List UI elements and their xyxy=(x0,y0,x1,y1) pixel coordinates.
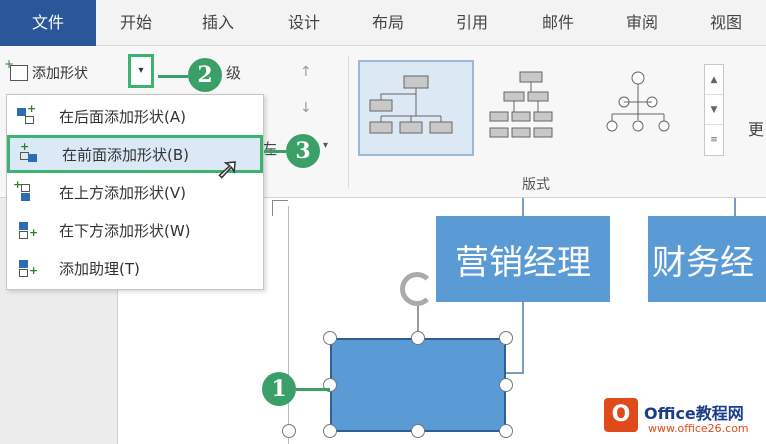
connector-line xyxy=(522,302,524,372)
add-shape-dropdown-arrow[interactable]: ▾ xyxy=(128,54,154,88)
menu-item-add-shape-above[interactable]: + 在上方添加形状(V) xyxy=(7,173,263,211)
tab-home[interactable]: 开始 xyxy=(119,13,152,32)
rotate-handle-icon[interactable] xyxy=(400,272,434,306)
menu-item-label: 在前面添加形状(B) xyxy=(62,145,189,164)
org-box-finance-manager[interactable]: 财务经 xyxy=(648,216,766,302)
menu-item-label: 在下方添加形状(W) xyxy=(59,221,191,240)
resize-handle[interactable] xyxy=(499,378,513,392)
resize-handle[interactable] xyxy=(411,424,425,438)
add-shape-icon xyxy=(4,57,28,81)
callout-1: 1 xyxy=(262,372,296,406)
tab-mailings[interactable]: 邮件 xyxy=(541,13,574,32)
menu-item-add-shape-after[interactable]: + 在后面添加形状(A) xyxy=(7,97,263,135)
callout-line xyxy=(264,150,286,153)
watermark-title: Office教程网 xyxy=(644,404,744,423)
resize-handle[interactable] xyxy=(282,424,296,438)
hierarchy-layout-icon xyxy=(369,75,453,134)
gallery-more-icon[interactable]: ≡ xyxy=(710,135,718,145)
ribbon-edge-partial[interactable]: 更 xyxy=(748,120,765,139)
callout-line xyxy=(158,75,188,78)
rotate-handle-stem xyxy=(417,306,419,338)
resize-handle[interactable] xyxy=(499,331,513,345)
chevron-down-icon[interactable]: ▾ xyxy=(323,140,329,151)
callout-3: 3 xyxy=(286,134,320,168)
layout-gallery xyxy=(358,60,708,158)
add-shape-above-icon: + xyxy=(13,178,37,202)
add-shape-below-icon: + xyxy=(15,220,38,240)
menu-item-add-shape-before[interactable]: + 在前面添加形状(B) xyxy=(7,135,263,173)
ribbon-tab-bar: 文件 开始 插入 设计 布局 引用 邮件 审阅 视图 xyxy=(0,0,766,46)
menu-item-add-shape-below[interactable]: + 在下方添加形状(W) xyxy=(7,211,263,249)
mouse-cursor-icon: ➚ xyxy=(215,151,240,186)
menu-item-label: 在后面添加形状(A) xyxy=(59,107,186,126)
circle-hierarchy-layout-icon xyxy=(606,71,670,132)
menu-item-label: 添加助理(T) xyxy=(59,259,140,278)
tab-insert[interactable]: 插入 xyxy=(201,13,234,32)
add-shape-dropdown-menu: + 在后面添加形状(A) + 在前面添加形状(B) + 在上方添加形状(V) +… xyxy=(6,94,264,290)
connector-line xyxy=(734,198,736,216)
tab-design[interactable]: 设计 xyxy=(287,13,320,32)
add-shape-label: 添加形状 xyxy=(32,66,88,82)
selected-shape[interactable] xyxy=(330,338,506,432)
resize-handle[interactable] xyxy=(499,424,513,438)
gallery-scroll-up-icon[interactable]: ▲ xyxy=(705,65,723,95)
resize-handle[interactable] xyxy=(323,424,337,438)
callout-line xyxy=(296,388,330,391)
promote-button-partial[interactable]: 左 xyxy=(262,140,278,158)
move-down-icon[interactable]: ↓ xyxy=(300,100,312,116)
office-logo-icon: O xyxy=(604,398,638,432)
move-up-icon[interactable]: ↑ xyxy=(300,64,312,80)
tab-review[interactable]: 审阅 xyxy=(625,13,658,32)
smartart-frame-edge xyxy=(288,206,289,444)
org-box-marketing-manager[interactable]: 营销经理 xyxy=(436,216,610,302)
level-button-partial[interactable]: 级 xyxy=(226,64,242,82)
watermark: O Office教程网 www.office26.com xyxy=(604,392,764,442)
add-shape-after-icon: + xyxy=(15,102,37,126)
watermark-url: www.office26.com xyxy=(648,422,749,435)
tab-layout[interactable]: 布局 xyxy=(371,13,404,32)
smartart-frame-corner xyxy=(272,200,288,216)
resize-handle[interactable] xyxy=(323,331,337,345)
resize-handle[interactable] xyxy=(411,331,425,345)
add-assistant-icon: + xyxy=(15,258,38,278)
tab-file[interactable]: 文件 xyxy=(0,0,96,46)
layout-thumb-labeled-hierarchy[interactable] xyxy=(476,60,592,156)
ribbon-separator xyxy=(348,56,349,188)
gallery-scroll-down-icon[interactable]: ▼ xyxy=(705,95,723,125)
add-shape-button[interactable]: 添加形状 xyxy=(4,57,88,86)
add-shape-before-icon: + xyxy=(18,140,40,164)
tab-references[interactable]: 引用 xyxy=(455,13,488,32)
connector-line xyxy=(506,372,524,374)
tab-view[interactable]: 视图 xyxy=(709,13,742,32)
callout-2: 2 xyxy=(188,58,222,92)
menu-item-add-assistant[interactable]: + 添加助理(T) xyxy=(7,249,263,287)
connector-line xyxy=(522,198,524,216)
menu-item-label: 在上方添加形状(V) xyxy=(59,183,186,202)
labeled-hierarchy-layout-icon xyxy=(489,71,553,138)
gallery-scrollbar[interactable]: ▲ ▼ ≡ xyxy=(704,64,724,156)
layout-thumb-hierarchy[interactable] xyxy=(358,60,474,156)
layout-group-label: 版式 xyxy=(522,177,550,193)
layout-thumb-circle-hierarchy[interactable] xyxy=(594,60,710,156)
